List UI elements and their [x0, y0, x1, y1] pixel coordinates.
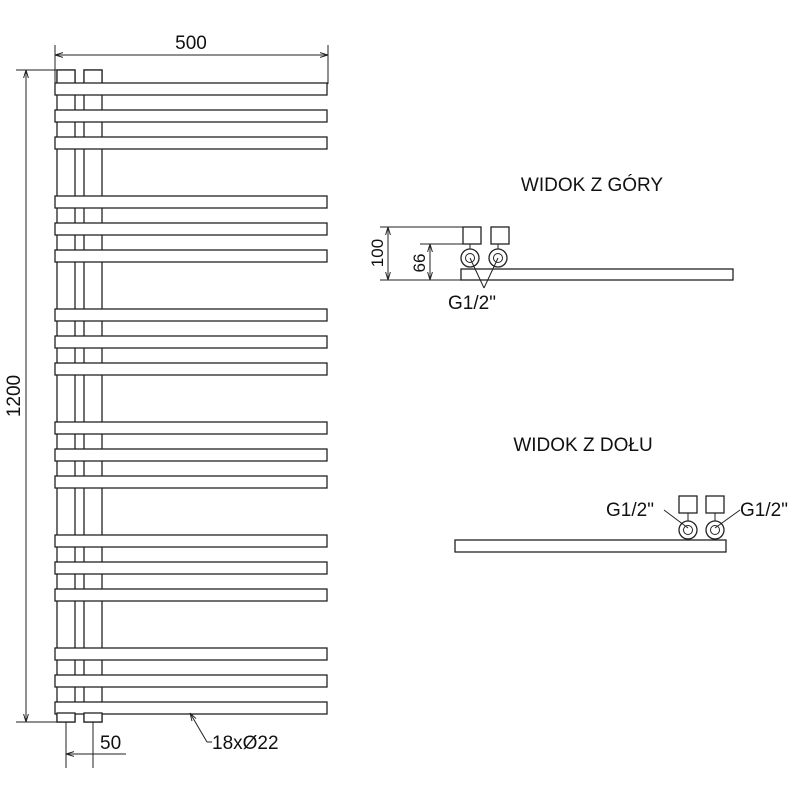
bottom-connection-leader-right	[714, 509, 741, 529]
horizontal-bar	[54, 249, 328, 263]
horizontal-bar	[54, 109, 328, 123]
horizontal-bar	[54, 222, 328, 236]
horizontal-bar	[54, 308, 328, 322]
horizontal-bar	[54, 561, 328, 575]
top-view-right-valve-body	[490, 226, 510, 245]
right-pipe-bottom-cap	[83, 712, 103, 723]
horizontal-bar	[54, 136, 328, 150]
bottom-view-right-connector-outer	[705, 520, 725, 540]
top-view: WIDOK Z GÓRY 100 66 G1/2"	[368, 174, 734, 314]
top-view-right-connector-inner	[493, 253, 503, 263]
top-view-radiator-body	[460, 268, 734, 281]
bars-label: 18xØ22	[212, 733, 279, 754]
top-connection-leader-left	[469, 257, 485, 289]
horizontal-bar	[54, 448, 328, 462]
horizontal-bar	[54, 362, 328, 376]
bottom-connection-leader-left	[663, 509, 689, 529]
width-label: 500	[175, 33, 207, 54]
horizontal-bar	[54, 701, 328, 715]
height-label: 1200	[4, 375, 25, 417]
horizontal-bar	[54, 195, 328, 209]
top-view-left-valve-body	[462, 226, 482, 245]
left-collector-pipe	[56, 69, 76, 723]
horizontal-bar	[54, 674, 328, 688]
horizontal-bar	[54, 335, 328, 349]
top-connection-leader-right	[483, 257, 499, 289]
left-pipe-bottom-cap	[56, 712, 76, 723]
bottom-view-left-connector-outer	[678, 520, 698, 540]
horizontal-bar	[54, 82, 328, 96]
top-connection-label: G1/2"	[448, 293, 496, 314]
bottom-view-right-connector-inner	[710, 525, 720, 535]
right-pipe-top-cap	[83, 69, 103, 85]
horizontal-bar	[54, 475, 328, 489]
bottom-view-left-connector-inner	[683, 525, 693, 535]
bottom-view: WIDOK Z DOŁU G1/2" G1/2"	[454, 435, 788, 553]
bars-leader-line	[190, 713, 208, 743]
top-view-left-connector-inner	[465, 253, 475, 263]
horizontal-bar	[54, 421, 328, 435]
bottom-view-left-valve-body	[678, 495, 698, 514]
depth-label: 100	[368, 239, 387, 267]
horizontal-bars	[54, 82, 328, 715]
bottom-connection-left-label: G1/2"	[606, 500, 654, 521]
horizontal-bar	[54, 534, 328, 548]
bottom-view-right-valve-body	[705, 495, 725, 514]
front-view: 500 1200 50 18xØ22	[4, 33, 329, 768]
horizontal-bar	[54, 588, 328, 602]
right-collector-pipe	[83, 69, 103, 723]
horizontal-bar	[54, 647, 328, 661]
left-pipe-top-cap	[56, 69, 76, 85]
pipe-spacing-label: 50	[100, 733, 121, 754]
bottom-view-title: WIDOK Z DOŁU	[513, 435, 652, 456]
bottom-connection-right-label: G1/2"	[740, 500, 788, 521]
top-view-title: WIDOK Z GÓRY	[521, 174, 663, 196]
pipe-axis-label: 66	[410, 254, 429, 273]
bottom-view-radiator-body	[454, 539, 727, 553]
